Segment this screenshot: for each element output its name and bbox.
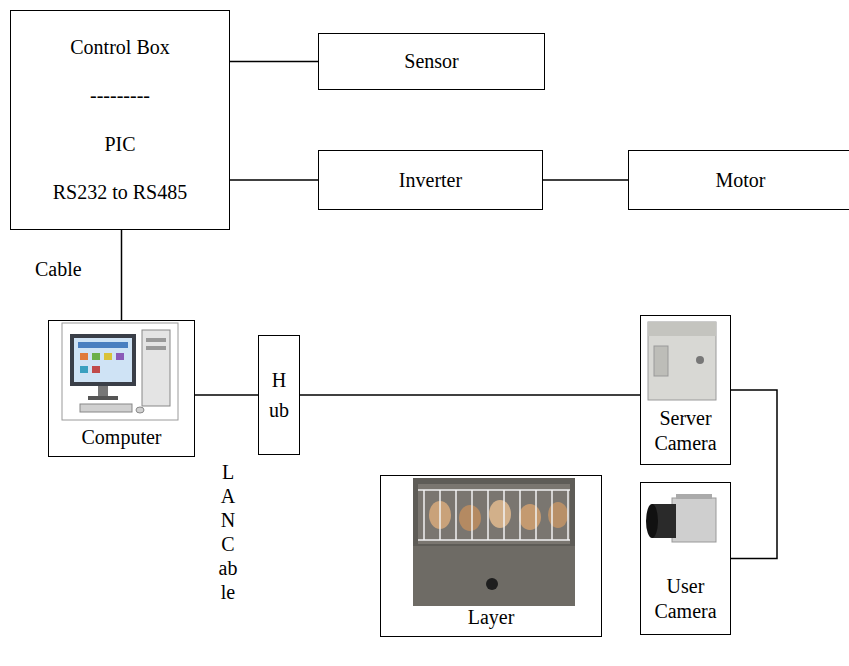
edge-label: LAN Cable [218,460,238,604]
server-camera-picture [648,322,716,400]
layer-box: Layer [380,475,602,637]
lens-glass [646,504,658,538]
node-label: Motor [716,168,766,193]
monitor-base [88,396,118,400]
screen-bar [78,342,128,348]
pc-tower [142,330,170,406]
connector-line [121,230,123,320]
screen-icon [80,366,88,373]
node-label: --------- [90,83,150,108]
screen-icon [92,353,100,360]
trough [413,546,575,606]
connector-line [300,394,640,396]
camera-top [676,494,712,499]
mouse [136,407,144,413]
computer-box: Computer [48,320,195,457]
screen-icon [104,353,112,360]
cage-back [418,484,570,544]
camera-body [672,498,716,542]
camera-box: Server Camera [640,315,731,465]
node-label: Inverter [399,168,462,193]
connector-line [195,394,258,396]
monitor-screen [74,338,132,382]
hen [459,505,481,531]
node-label: Hub [269,365,289,425]
edge-label: Cable [35,257,82,282]
motor-box: Motor [628,150,849,210]
photo-ground [413,478,575,606]
inverter-box: Inverter [318,150,543,210]
control-box: Control Box --------- PIC RS232 to RS485 [10,10,230,230]
drive-bay [146,338,166,342]
node-label: User Camera [641,574,730,624]
connector-line [543,179,628,181]
computer-picture [62,323,178,420]
connector-line [731,390,777,559]
drive-bay [146,346,166,350]
screen-icon [116,353,124,360]
screen-icon [92,366,100,373]
node-label: Control Box [70,35,169,60]
layer-photo [413,478,575,606]
connector-line [230,179,318,181]
hen [489,500,511,528]
hen [519,504,541,530]
camera-panel [654,346,668,376]
screen-icon [80,353,88,360]
user-camera-picture [646,494,716,542]
node-label: Computer [82,425,162,450]
camera-screw [696,356,704,364]
keyboard [80,404,132,412]
camera-box: User Camera [640,482,731,635]
connector-line [230,61,318,63]
picture-frame [62,323,178,420]
camera-top [648,322,716,336]
hen [548,502,568,528]
camera-body [648,322,716,400]
node-label: Sensor [404,49,458,74]
node-label: RS232 to RS485 [53,180,187,205]
sensor-box: Sensor [318,33,545,90]
monitor-stand [98,386,108,396]
hub-box: Hub [258,335,300,455]
node-label: Layer [468,605,515,630]
monitor-frame [70,334,136,386]
node-label: PIC [104,132,135,157]
drain-hole [486,578,498,590]
node-label: Server Camera [641,406,730,456]
cage-wires [418,490,570,540]
